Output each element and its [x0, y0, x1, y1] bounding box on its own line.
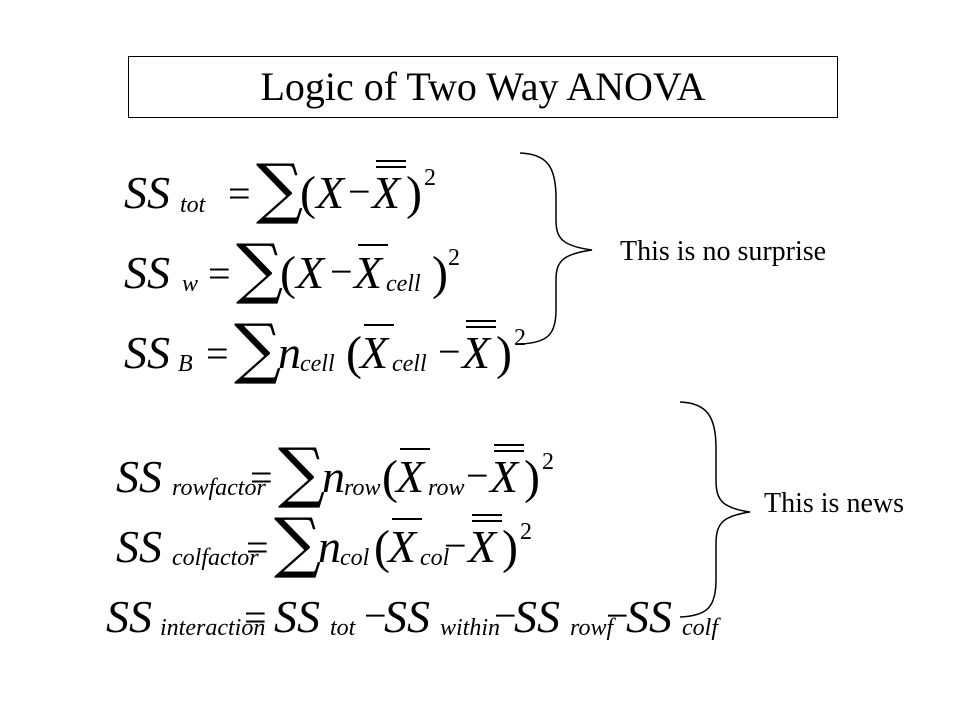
summation-symbol: ∑ — [236, 230, 284, 307]
right-paren: ) — [406, 167, 422, 220]
exponent-2: 2 — [424, 165, 436, 191]
grand-mean-bar-1 — [472, 514, 502, 516]
grand-mean-bar-1 — [494, 444, 524, 446]
minus-sign: − — [466, 453, 489, 498]
minus-sign: − — [606, 593, 629, 638]
cell-mean-x: X — [354, 247, 383, 298]
x-symbol: X — [296, 247, 325, 298]
grand-mean-bar-2 — [472, 520, 502, 522]
subscript-colf: colf — [682, 615, 718, 641]
grand-mean-x: X — [490, 451, 519, 502]
right-paren: ) — [496, 327, 512, 380]
right-paren: ) — [502, 521, 518, 574]
summation-symbol: ∑ — [234, 310, 282, 387]
summation-symbol: ∑ — [278, 434, 326, 511]
ss-symbol: SS — [274, 591, 320, 642]
n-symbol: n — [322, 451, 345, 502]
subscript-tot: tot — [180, 192, 206, 218]
subscript-row: row — [428, 475, 465, 501]
n-symbol: n — [278, 327, 301, 378]
row-mean-bar — [400, 448, 430, 450]
summation-symbol: ∑ — [256, 150, 304, 227]
left-paren: ( — [280, 247, 296, 300]
subscript-rowf: rowf — [570, 615, 614, 641]
col-mean-x: X — [388, 521, 417, 572]
minus-sign: − — [348, 169, 371, 214]
grand-mean-bar-1 — [466, 320, 496, 322]
subscript-col: col — [340, 545, 370, 571]
minus-sign: − — [444, 523, 467, 568]
grand-mean-bar-1 — [376, 160, 406, 162]
equals-sign: = — [206, 331, 229, 376]
equals-sign: = — [250, 455, 273, 500]
ss-symbol: SS — [124, 327, 170, 378]
ss-symbol: SS — [514, 591, 560, 642]
exponent-2: 2 — [520, 519, 532, 545]
brace-top-group — [519, 152, 593, 345]
minus-sign: − — [330, 249, 353, 294]
subscript-w: w — [182, 271, 199, 297]
right-paren: ) — [432, 247, 448, 300]
exponent-2: 2 — [448, 245, 460, 271]
note-news: This is news — [764, 488, 904, 519]
minus-sign: − — [364, 593, 387, 638]
subscript-tot: tot — [330, 615, 356, 641]
row-mean-x: X — [396, 451, 425, 502]
ss-symbol: SS — [116, 521, 162, 572]
grand-mean-bar-2 — [466, 326, 496, 328]
grand-mean-x: X — [462, 327, 491, 378]
equals-sign: = — [244, 595, 267, 640]
ss-symbol: SS — [626, 591, 672, 642]
exponent-2: 2 — [542, 449, 554, 475]
subscript-cell: cell — [392, 351, 427, 377]
ss-symbol: SS — [124, 167, 170, 218]
note-no-surprise: This is no surprise — [620, 236, 827, 267]
left-paren: ( — [346, 327, 362, 380]
subscript-cell: cell — [300, 351, 335, 377]
minus-sign: − — [438, 329, 461, 374]
summation-symbol: ∑ — [274, 504, 322, 581]
subscript-b: B — [178, 351, 193, 377]
title-box: Logic of Two Way ANOVA — [128, 56, 838, 118]
minus-sign: − — [494, 593, 517, 638]
x-symbol: X — [316, 167, 345, 218]
ss-symbol: SS — [106, 591, 152, 642]
subscript-colfactor: colfactor — [172, 545, 259, 571]
subscript-interaction: interaction — [160, 615, 266, 641]
right-paren: ) — [524, 451, 540, 504]
left-paren: ( — [300, 167, 316, 220]
ss-symbol: SS — [116, 451, 162, 502]
subscript-within: within — [440, 615, 501, 641]
equals-sign: = — [228, 171, 251, 216]
equals-sign: = — [208, 251, 231, 296]
page-title: Logic of Two Way ANOVA — [260, 64, 706, 109]
grand-mean-x: X — [372, 167, 401, 218]
n-symbol: n — [318, 521, 341, 572]
equals-sign: = — [246, 525, 269, 570]
cell-mean-x: X — [360, 327, 389, 378]
left-paren: ( — [374, 521, 390, 574]
grand-mean-bar-2 — [494, 450, 524, 452]
col-mean-bar — [392, 518, 422, 520]
ss-symbol: SS — [384, 591, 430, 642]
subscript-rowfactor: rowfactor — [172, 475, 266, 501]
left-paren: ( — [382, 451, 398, 504]
brace-bottom-group — [679, 401, 751, 618]
grand-mean-x: X — [468, 521, 497, 572]
cell-mean-bar — [358, 244, 388, 246]
subscript-col: col — [420, 545, 450, 571]
grand-mean-bar-2 — [376, 166, 406, 168]
subscript-row: row — [344, 475, 381, 501]
ss-symbol: SS — [124, 247, 170, 298]
subscript-cell: cell — [386, 271, 421, 297]
cell-mean-bar — [364, 324, 394, 326]
